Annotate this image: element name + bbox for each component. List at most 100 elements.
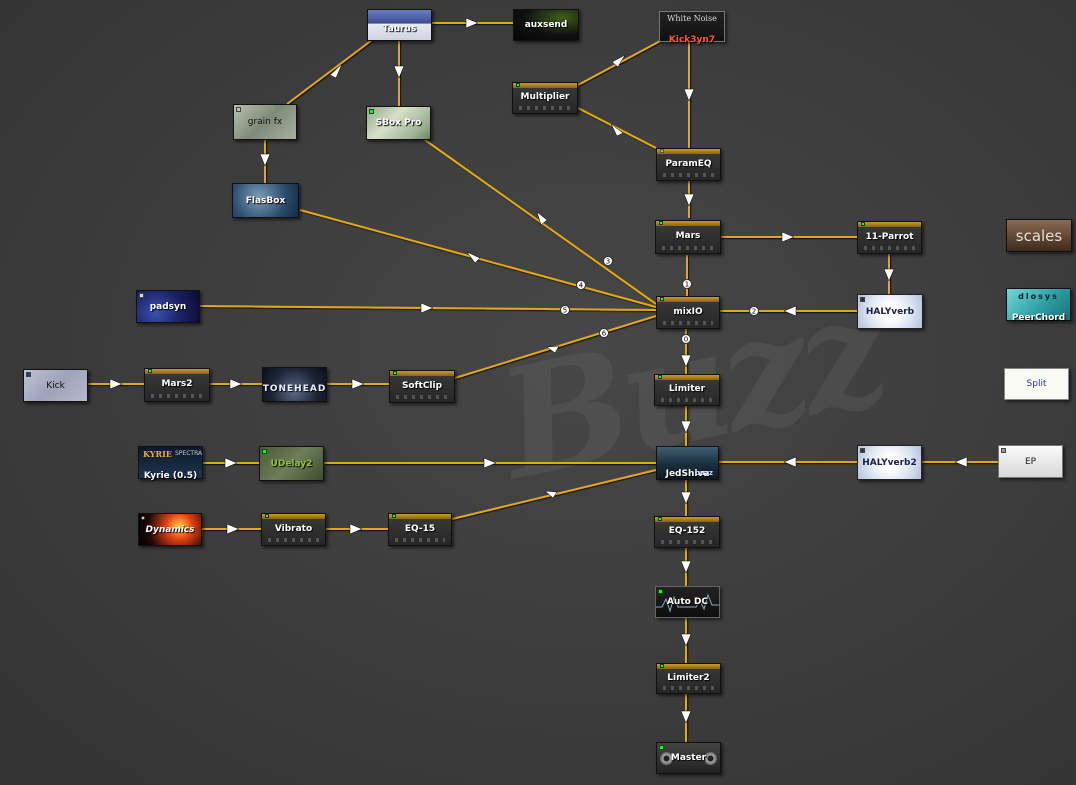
machine-master[interactable]: Master [656,742,721,774]
eq15-led-icon [392,514,396,518]
machine-kyrie[interactable]: KYRIE SPECTRA Kyrie (0.5) [138,446,203,481]
machine-eq152[interactable]: EQ-152 [654,516,720,548]
machine-taurus[interactable]: Taurus [367,9,432,41]
machine-mars-label: Mars [675,231,701,241]
parrot-led-icon [861,222,865,226]
machine-autodc[interactable]: Auto DC [655,586,720,618]
machine-whitenoise[interactable]: White Noise Kick3yn7 [659,11,725,45]
machine-parameq-label: ParamEQ [665,158,712,169]
machine-grainfx[interactable]: grain fx [233,104,297,140]
arrow-dynamics-vibrato [226,523,240,535]
machine-sboxpro-label: SBox Pro [375,118,422,128]
limiter2-led-icon [660,664,664,668]
machine-auxsend[interactable]: auxsend [513,9,579,41]
arrow-jedshiva-eq152 [680,491,692,505]
channel-marker-2 [749,306,759,316]
mars-led-icon [659,221,663,225]
arrow-mars-parrot [781,231,795,243]
machine-udelay-label: UDelay2 [270,458,313,469]
machine-sboxpro[interactable]: SBox Pro [366,106,431,140]
machine-scales[interactable]: scales [1006,219,1072,252]
machine-flasbox-label: FlasBox [245,195,286,206]
machine-limiter-label: Limiter [668,384,706,394]
arrow-parameq-mars [683,193,695,207]
mixio-led-icon [660,297,664,301]
arrow-eq152-autodc [680,560,692,574]
machine-halyverb-label: HALYverb [865,306,915,317]
machine-tonehead[interactable]: TONEHEAD [262,367,327,402]
machine-jedshiva-sub: buzz [694,469,713,477]
machine-padsyn[interactable]: padsyn [136,290,200,323]
arrow-ep-halyverb2 [954,456,968,468]
arrow-parrot-halyverb [883,268,895,282]
channel-marker-5 [560,305,570,315]
arrow-vibrato-eq15 [349,523,363,535]
arrow-limiter2-master [680,710,692,724]
machine-flasbox[interactable]: FlasBox [232,183,299,218]
channel-marker-6 [599,328,609,338]
channel-label-1: 1 [685,281,689,289]
machine-mars2-label: Mars2 [161,379,193,389]
machine-limiter[interactable]: Limiter [654,374,720,406]
arrow-taurus-auxsend [465,17,479,29]
channel-label-3: 3 [606,258,610,266]
arrow-halyverb2-jedshiva [783,456,797,468]
machine-scales-label: scales [1015,226,1063,245]
machine-softclip[interactable]: SoftClip [389,370,455,403]
machine-vibrato[interactable]: Vibrato [261,513,326,546]
machine-split[interactable]: Split [1004,368,1069,400]
master-speaker-right-icon [704,752,717,765]
machine-kyrie-brand: KYRIE [143,449,172,459]
machine-auxsend-label: auxsend [524,20,568,30]
machine-mars[interactable]: Mars [655,220,721,254]
machine-whitenoise-brand: White Noise [667,14,717,23]
machine-kick[interactable]: Kick [23,369,88,402]
machine-peerchord-brand: dlosys [1018,292,1059,301]
channel-label-0: 0 [684,336,688,344]
channel-label-6: 6 [602,330,607,338]
machine-halyverb2[interactable]: HALYverb2 [857,445,922,480]
machine-kick-label: Kick [46,380,65,391]
machine-mixio[interactable]: mixIO [656,296,720,329]
machine-mars2[interactable]: Mars2 [144,368,210,402]
machine-ep[interactable]: EP [998,445,1063,478]
arrow-kyrie-udelay [224,457,238,469]
machine-jedshiva-label: JedShiva [665,469,710,479]
arrow-whitenoise-parameq [683,88,695,102]
master-speaker-left-icon [660,752,673,765]
machine-udelay[interactable]: UDelay2 [259,446,324,481]
machine-multiplier[interactable]: Multiplier [512,82,578,114]
machine-taurus-label: Taurus [382,24,417,34]
arrow-whitenoise-multiplier [611,54,626,68]
vibrato-led-icon [265,514,269,518]
machine-limiter2[interactable]: Limiter2 [656,663,721,694]
arrow-flasbox-mixio [466,251,481,264]
arrow-kick-mars2 [109,378,123,390]
machine-parrot[interactable]: 11-Parrot [857,221,922,254]
autodc-waveform-icon [656,593,719,613]
arrow-sboxpro-mixio [536,211,548,226]
arrow-udelay-jedshiva [483,457,497,469]
parameq-led-icon [660,149,664,153]
machine-dynamics[interactable]: Dynamics [138,513,202,546]
machine-parameq[interactable]: ParamEQ [656,148,721,181]
machine-eq15-label: EQ-15 [404,523,436,534]
machine-softclip-label: SoftClip [401,380,443,391]
machine-eq15[interactable]: EQ-15 [388,513,452,546]
channel-marker-4 [576,280,586,290]
arrow-tonehead-softclip [351,378,365,390]
machine-limiter2-label: Limiter2 [667,672,710,683]
mars2-led-icon [148,369,152,373]
machine-tonehead-label: TONEHEAD [262,383,327,394]
arrow-halyverb-mixio [783,305,797,317]
machine-kyrie-label: Kyrie (0.5) [143,470,198,481]
machine-halyverb[interactable]: HALYverb [857,294,923,329]
arrow-padsyn-mixio [420,302,434,314]
machine-split-label: Split [1026,379,1047,389]
machine-parrot-label: 11-Parrot [865,231,914,242]
machine-jedshiva[interactable]: JedShiva buzz [656,446,719,480]
wire-taurus-grainfx [286,39,373,105]
machine-peerchord[interactable]: dlosys PeerChord [1006,288,1071,323]
